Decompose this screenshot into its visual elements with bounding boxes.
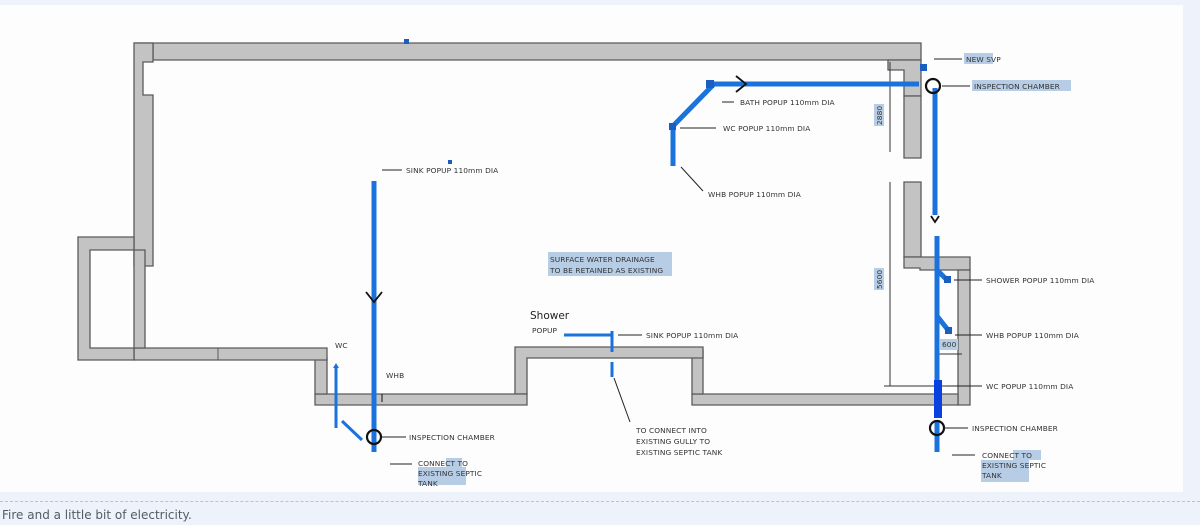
wall-annex [77, 236, 135, 361]
label-inspection-chamber-right: INSPECTION CHAMBER [972, 424, 1058, 433]
post-caption: Fire and a little bit of electricity. [2, 508, 192, 522]
wall-bottom-left [314, 393, 528, 406]
label-popup: POPUP [532, 326, 558, 335]
label-whb-popup-upper: WHB POPUP 110mm DIA [708, 190, 801, 199]
inspection-chamber-left-icon [365, 428, 383, 446]
wall-annex-inner [133, 249, 146, 349]
label-gully-1: TO CONNECT INTO [635, 426, 707, 435]
label-whb-popup-right: WHB POPUP 110mm DIA [986, 331, 1079, 340]
dimension-2880: 2880 [875, 106, 884, 125]
label-wc-small: WC [335, 341, 348, 350]
wall-top-right-notch [887, 59, 922, 97]
label-inspection-chamber-top: INSPECTION CHAMBER [974, 82, 1060, 91]
wc-connector-right [934, 380, 942, 418]
dimension-lines: 2880 5600 600 [874, 62, 962, 387]
label-surface-water-2: TO BE RETAINED AS EXISTING [549, 266, 663, 275]
label-connect-left-3: TANK [417, 479, 438, 488]
label-new-svp: NEW SVP [966, 55, 1001, 64]
label-sink-popup-center: SINK POPUP 110mm DIA [646, 331, 738, 340]
wall-bottom-right [691, 393, 959, 406]
label-connect-right-1: CONNECT TO [982, 451, 1032, 460]
label-gully-3: EXISTING SEPTIC TANK [636, 448, 722, 457]
label-shower-popup-right: SHOWER POPUP 110mm DIA [986, 276, 1094, 285]
post-separator [0, 501, 1200, 502]
label-gully-2: EXISTING GULLY TO [636, 437, 710, 446]
inspection-chamber-top-icon [924, 77, 942, 95]
flow-arrow-down-right-icon [930, 215, 940, 224]
svp-marker [920, 64, 927, 71]
label-connect-left-1: CONNECT TO [418, 459, 468, 468]
label-sink-popup-left: SINK POPUP 110mm DIA [406, 166, 498, 175]
label-connect-left-2: EXISTING SEPTIC [418, 469, 482, 478]
label-wc-popup-upper: WC POPUP 110mm DIA [723, 124, 810, 133]
label-whb-small: WHB [386, 371, 404, 380]
label-shower: Shower [530, 310, 570, 322]
wall-left-middle [133, 347, 328, 361]
wall-right-outer [957, 269, 971, 406]
wall-right-upper [903, 95, 922, 159]
flow-arrow-right-icon [735, 75, 748, 93]
labels: NEW SVP INSPECTION CHAMBER BATH POPUP 11… [335, 55, 1094, 488]
label-connect-right-3: TANK [981, 471, 1002, 480]
drainage-pipes [333, 39, 952, 452]
label-bath-popup: BATH POPUP 110mm DIA [740, 98, 835, 107]
flow-arrow-down-left-icon [365, 291, 383, 304]
wall-left [133, 42, 154, 267]
walls [77, 42, 971, 406]
label-connect-right-2: EXISTING SEPTIC [982, 461, 1046, 470]
label-inspection-chamber-left: INSPECTION CHAMBER [409, 433, 495, 442]
leader-lines [381, 58, 982, 465]
wall-right-mid [903, 181, 922, 258]
wall-center-top [514, 346, 704, 395]
label-wc-popup-right: WC POPUP 110mm DIA [986, 382, 1073, 391]
dimension-5600: 5600 [875, 270, 884, 289]
wall-left-step [314, 357, 328, 395]
dimension-600: 600 [942, 340, 957, 349]
pipe-diagonal-wc [671, 82, 716, 128]
flow-arrows [365, 75, 940, 304]
wall-top [134, 42, 922, 61]
label-surface-water-1: SURFACE WATER DRAINAGE [550, 255, 655, 264]
